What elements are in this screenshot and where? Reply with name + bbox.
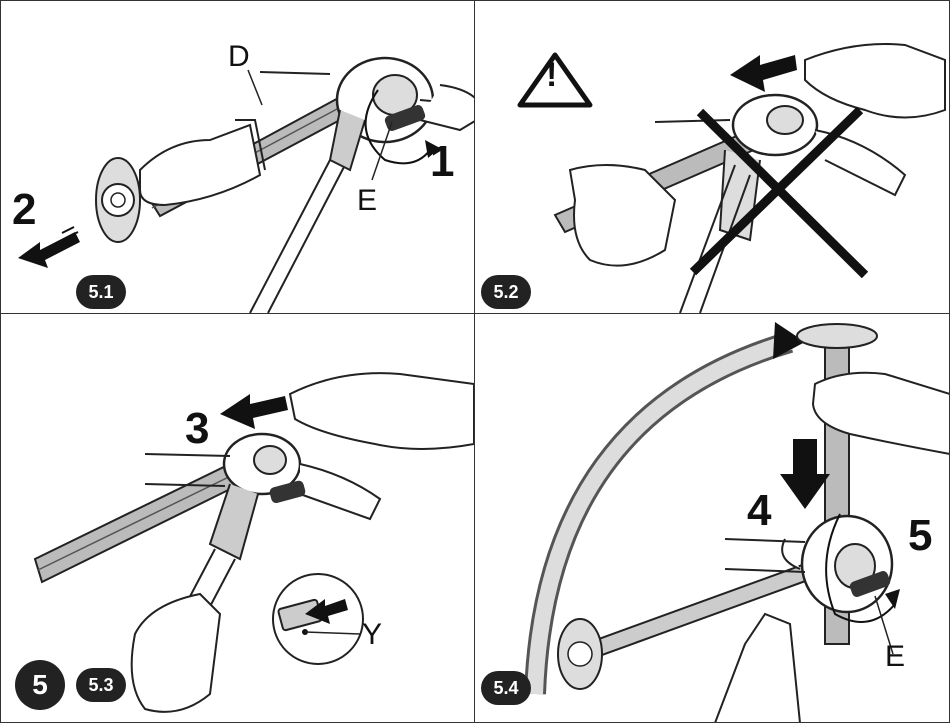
panel-5-2: ! 5.2 [475,0,950,313]
caption-badge-5-2: 5.2 [481,275,531,309]
caption-badge-5-1: 5.1 [76,275,126,309]
panel-5-3: 3 Y 5 5.3 [0,314,474,723]
caption-badge-5-4: 5.4 [481,671,531,705]
panel-5-4: 4 5 E 5.4 [475,314,950,723]
label-e: E [885,642,905,672]
step-number-2: 2 [12,188,36,232]
section-number-badge: 5 [15,660,65,710]
step-number-3: 3 [185,407,209,451]
label-e: E [357,186,377,216]
illustration-5-4 [475,314,950,723]
step-number-4: 4 [747,489,771,533]
label-y: Y [362,620,382,650]
step-number-1: 1 [430,140,454,184]
illustration-5-3 [0,314,474,723]
label-d: D [228,42,250,72]
step-number-5: 5 [908,514,932,558]
panel-5-1: D E 1 2 5.1 [0,0,474,313]
caption-badge-5-3: 5.3 [76,668,126,702]
illustration-5-2 [475,0,950,313]
warning-exclamation: ! [546,58,557,92]
